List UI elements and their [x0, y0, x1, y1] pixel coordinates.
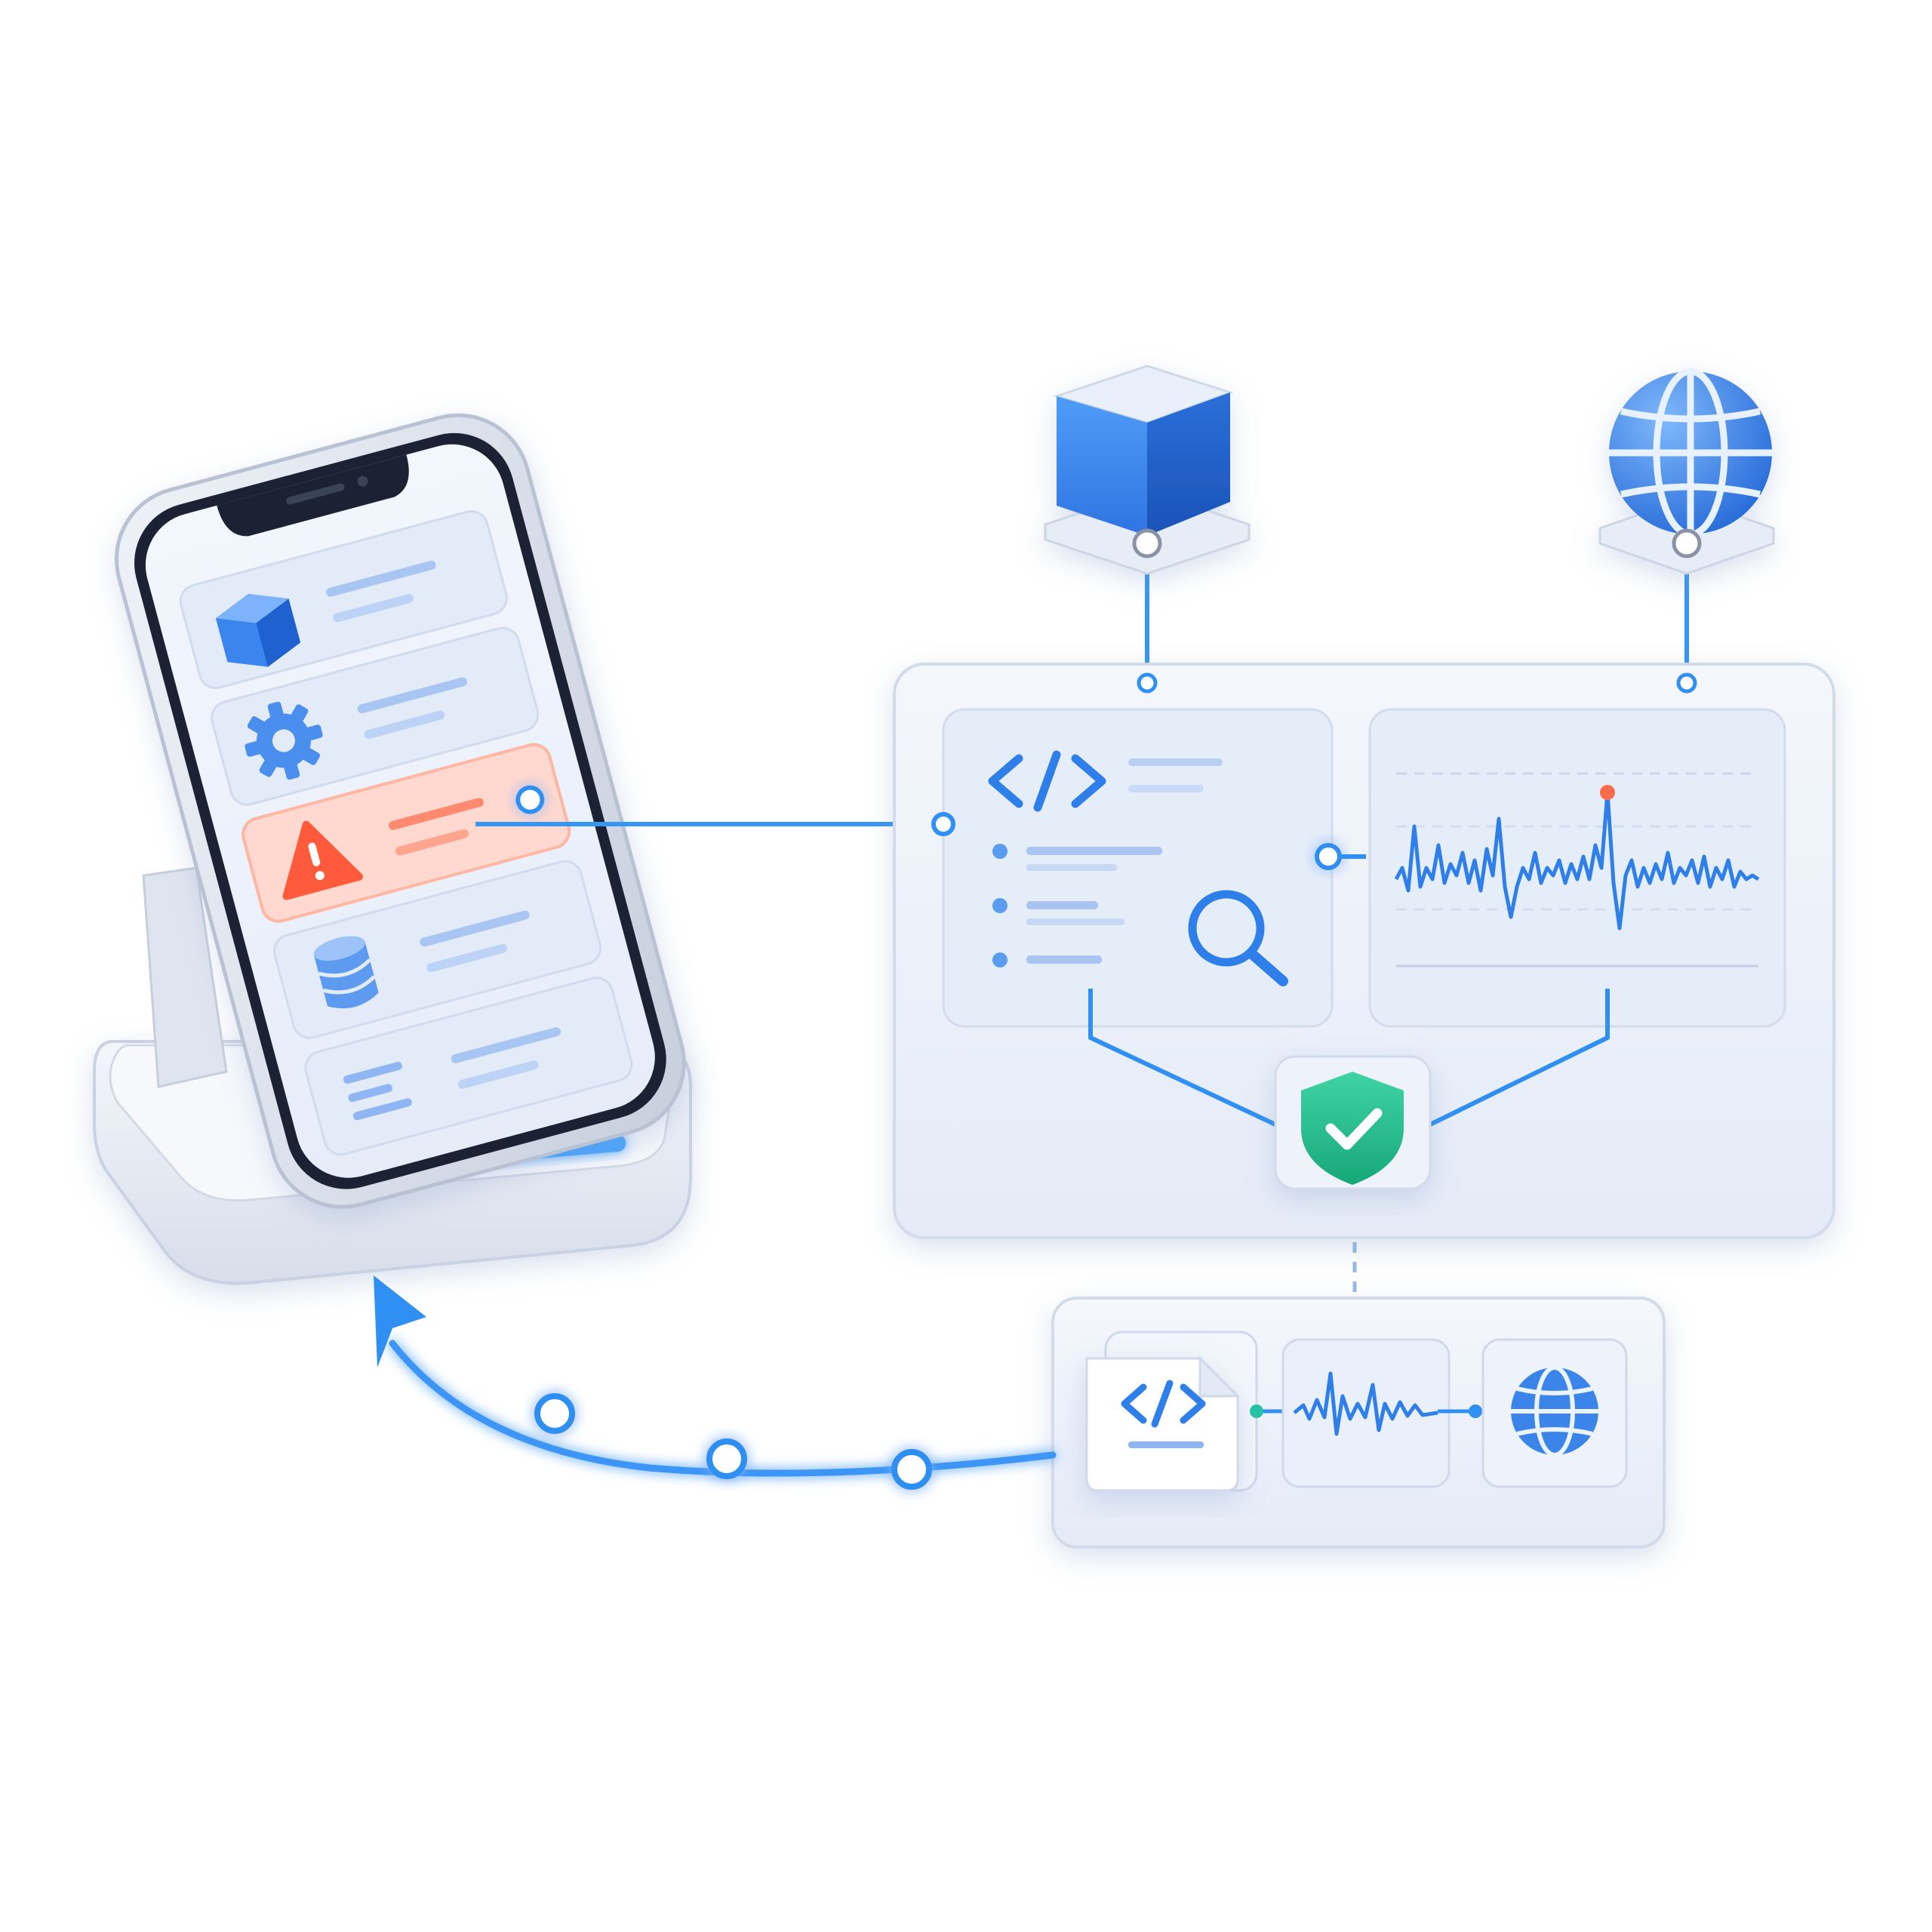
connection-node [1676, 672, 1697, 694]
connection-node [515, 785, 545, 814]
merge-line-left [1088, 989, 1277, 1127]
list-item-line [395, 829, 469, 856]
list-item-error[interactable] [239, 741, 573, 925]
globe-node[interactable] [1598, 368, 1775, 575]
gear-icon [245, 701, 323, 780]
warning-icon [282, 820, 364, 900]
connection-node [1250, 1404, 1263, 1418]
connection-node [1132, 528, 1162, 558]
list-item-line [420, 910, 530, 947]
waveform-tile[interactable] [1281, 1338, 1451, 1488]
panel-line [1128, 758, 1223, 766]
list-item[interactable] [177, 508, 510, 692]
cube-node[interactable] [1044, 365, 1251, 575]
cube-icon [215, 593, 301, 667]
connection-node [1315, 843, 1342, 870]
output-tray [1051, 1297, 1666, 1549]
list-item-line [364, 710, 445, 740]
connection-node [1672, 528, 1702, 558]
lines-icon [343, 1061, 412, 1121]
list-item-line [457, 1060, 539, 1089]
verification-badge[interactable] [1274, 1055, 1432, 1190]
waveform [1394, 790, 1760, 931]
flow-node [706, 1438, 747, 1479]
list-item[interactable] [302, 974, 635, 1158]
flow-node [891, 1449, 932, 1490]
magnifier-icon [1188, 890, 1288, 986]
signal-monitor-panel[interactable] [1315, 708, 1786, 1028]
globe-tile[interactable] [1481, 1338, 1628, 1488]
phone [114, 413, 686, 1209]
list-item-line [426, 943, 508, 973]
connection-node [1137, 672, 1158, 694]
list-item-line [451, 1027, 561, 1063]
list-item-line [388, 798, 484, 830]
globe-icon [1609, 368, 1772, 538]
code-icon [988, 750, 1106, 812]
list-item[interactable] [208, 624, 542, 808]
list-item-line [333, 594, 414, 623]
connection-node [1469, 1404, 1482, 1418]
code-inspection-panel[interactable] [931, 708, 1334, 1028]
return-flow [374, 1275, 1057, 1490]
dashboard-window [893, 663, 1835, 1239]
list-item[interactable] [271, 857, 605, 1041]
list-item-line [357, 677, 467, 714]
panel-line [1128, 785, 1204, 792]
bullet-list [992, 844, 1162, 968]
dock-support [142, 866, 228, 1088]
cube-icon [1052, 365, 1234, 536]
globe-icon [1511, 1365, 1598, 1457]
merge-line-right [1429, 989, 1610, 1127]
code-file-tile[interactable] [1085, 1331, 1258, 1492]
list-item-line [326, 560, 436, 597]
anomaly-marker [1600, 785, 1615, 800]
connection-node [931, 812, 955, 836]
code-icon [1121, 1380, 1206, 1428]
front-camera [357, 475, 368, 487]
database-icon [313, 936, 379, 1009]
flow-node [534, 1393, 575, 1434]
panel-line [1128, 1441, 1204, 1448]
waveform-icon [1293, 1371, 1438, 1436]
shield-check-icon [1301, 1072, 1404, 1185]
speaker-grille [285, 483, 345, 505]
arrowhead [374, 1275, 426, 1367]
